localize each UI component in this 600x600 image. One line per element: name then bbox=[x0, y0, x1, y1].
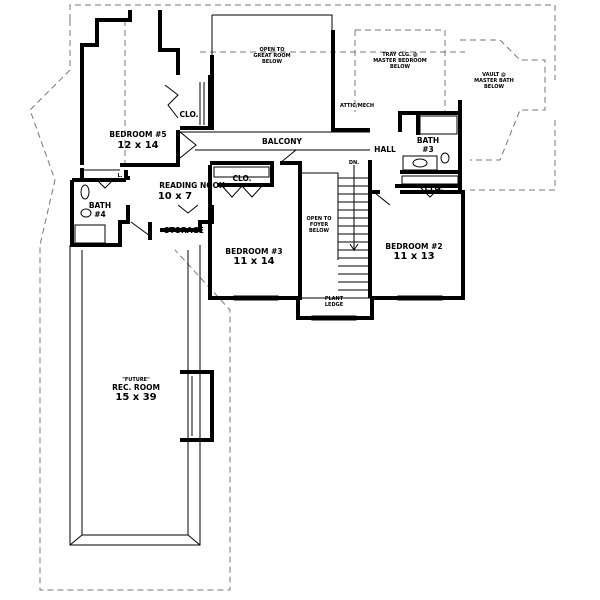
plant-ledge-label-1: PLANT bbox=[325, 296, 344, 302]
balcony bbox=[179, 131, 370, 159]
bedroom-3-walls bbox=[208, 149, 302, 301]
tray-note-3: BELOW bbox=[390, 64, 410, 70]
bath-4-number: #4 bbox=[94, 210, 106, 219]
bath-3-walls bbox=[395, 100, 462, 198]
tray-note-1: TRAY CLG. @ bbox=[382, 52, 418, 58]
stairs-down-label: DN. bbox=[349, 160, 359, 166]
rec-room-future: "FUTURE" bbox=[122, 377, 150, 383]
rec-room-size: 15 x 39 bbox=[115, 392, 156, 403]
balcony-label: BALCONY bbox=[262, 137, 302, 146]
stairs bbox=[300, 160, 372, 299]
bedroom-5-size: 12 x 14 bbox=[117, 140, 158, 151]
vault-note-1: VAULT @ bbox=[482, 72, 506, 78]
hall-label: HALL bbox=[374, 145, 396, 154]
great-room-note-1: OPEN TO bbox=[260, 47, 285, 53]
bath-4-label: BATH bbox=[89, 201, 111, 210]
attic-label: ATTIC/MECH bbox=[340, 103, 374, 109]
bedroom-5-label: BEDROOM #5 bbox=[109, 130, 166, 139]
great-room-note-3: BELOW bbox=[262, 59, 282, 65]
plant-ledge-label-2: LEDGE bbox=[325, 302, 344, 308]
bath-3-number: #3 bbox=[422, 145, 434, 154]
roof-outline bbox=[29, 4, 556, 591]
storage-label: STORAGE bbox=[164, 226, 204, 235]
bedroom-2-walls bbox=[370, 190, 465, 301]
foyer-note-3: BELOW bbox=[309, 228, 329, 234]
closet-label-bedroom3: CLO. bbox=[232, 174, 251, 183]
rec-room-walls bbox=[69, 245, 214, 546]
rec-room-label: REC. ROOM bbox=[112, 383, 160, 392]
bedroom-2-label: BEDROOM #2 bbox=[385, 242, 442, 251]
closet-label-bedroom2: CLO. bbox=[424, 184, 443, 193]
plant-ledge bbox=[296, 298, 374, 321]
linen-closet-label: L. bbox=[117, 173, 122, 179]
vault-note-2: MASTER BATH bbox=[474, 78, 514, 84]
reading-nook-label: READING NOOK bbox=[159, 181, 226, 190]
room-labels: BEDROOM #5 12 x 14 READING NOOK 10 x 7 B… bbox=[89, 47, 514, 403]
bedroom-3-label: BEDROOM #3 bbox=[225, 247, 282, 256]
foyer-note-1: OPEN TO bbox=[307, 216, 332, 222]
bedroom-3-size: 11 x 14 bbox=[233, 256, 274, 267]
closet-label-bedroom5: CLO. bbox=[179, 110, 198, 119]
great-room-note-2: GREAT ROOM bbox=[253, 53, 290, 59]
vault-note-3: BELOW bbox=[484, 84, 504, 90]
open-to-great-room bbox=[210, 14, 370, 132]
foyer-note-2: FOYER bbox=[310, 222, 329, 228]
tray-note-2: MASTER BEDROOM bbox=[373, 58, 427, 64]
reading-nook-size: 10 x 7 bbox=[158, 191, 192, 202]
bedroom-2-size: 11 x 13 bbox=[393, 251, 434, 262]
bath-3-label: BATH bbox=[417, 136, 439, 145]
bath-4-walls bbox=[70, 168, 214, 247]
